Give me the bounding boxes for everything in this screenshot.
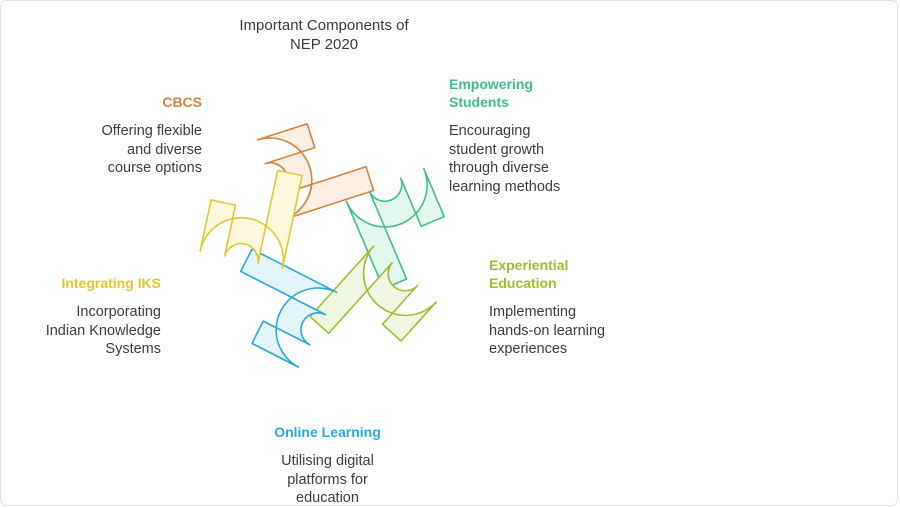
diagram-title: Important Components of NEP 2020	[239, 17, 409, 53]
component-cbcs: CBCS Offering flexible and diverse cours…	[60, 93, 202, 178]
knot-segment-iks	[199, 169, 303, 270]
knot-segment-online	[239, 248, 338, 368]
component-online-learning: Online Learning Utilising digital platfo…	[240, 423, 415, 508]
knot-segment-experiential	[309, 245, 437, 342]
component-empowering-students-description: Encouraging student growth through diver…	[449, 123, 561, 195]
component-integrating-iks: Integrating IKS Incorporating Indian Kno…	[10, 274, 161, 359]
component-empowering-students: Empowering Students Encouraging student …	[449, 75, 619, 196]
component-experiential-education-heading: Experiential Education	[489, 257, 569, 291]
component-experiential-education: Experiential Education Implementing hand…	[489, 256, 659, 359]
component-online-learning-heading: Online Learning	[274, 424, 381, 440]
component-integrating-iks-heading: Integrating IKS	[61, 275, 161, 291]
knot-segment-empowering	[345, 167, 445, 290]
component-empowering-students-heading: Empowering Students	[449, 76, 534, 110]
component-cbcs-heading: CBCS	[162, 94, 202, 110]
component-cbcs-description: Offering flexible and diverse course opt…	[101, 123, 202, 176]
component-online-learning-description: Utilising digital platforms for educatio…	[281, 453, 374, 506]
component-experiential-education-description: Implementing hands-on learning experienc…	[489, 304, 606, 357]
component-integrating-iks-description: Incorporating Indian Knowledge Systems	[45, 304, 161, 357]
